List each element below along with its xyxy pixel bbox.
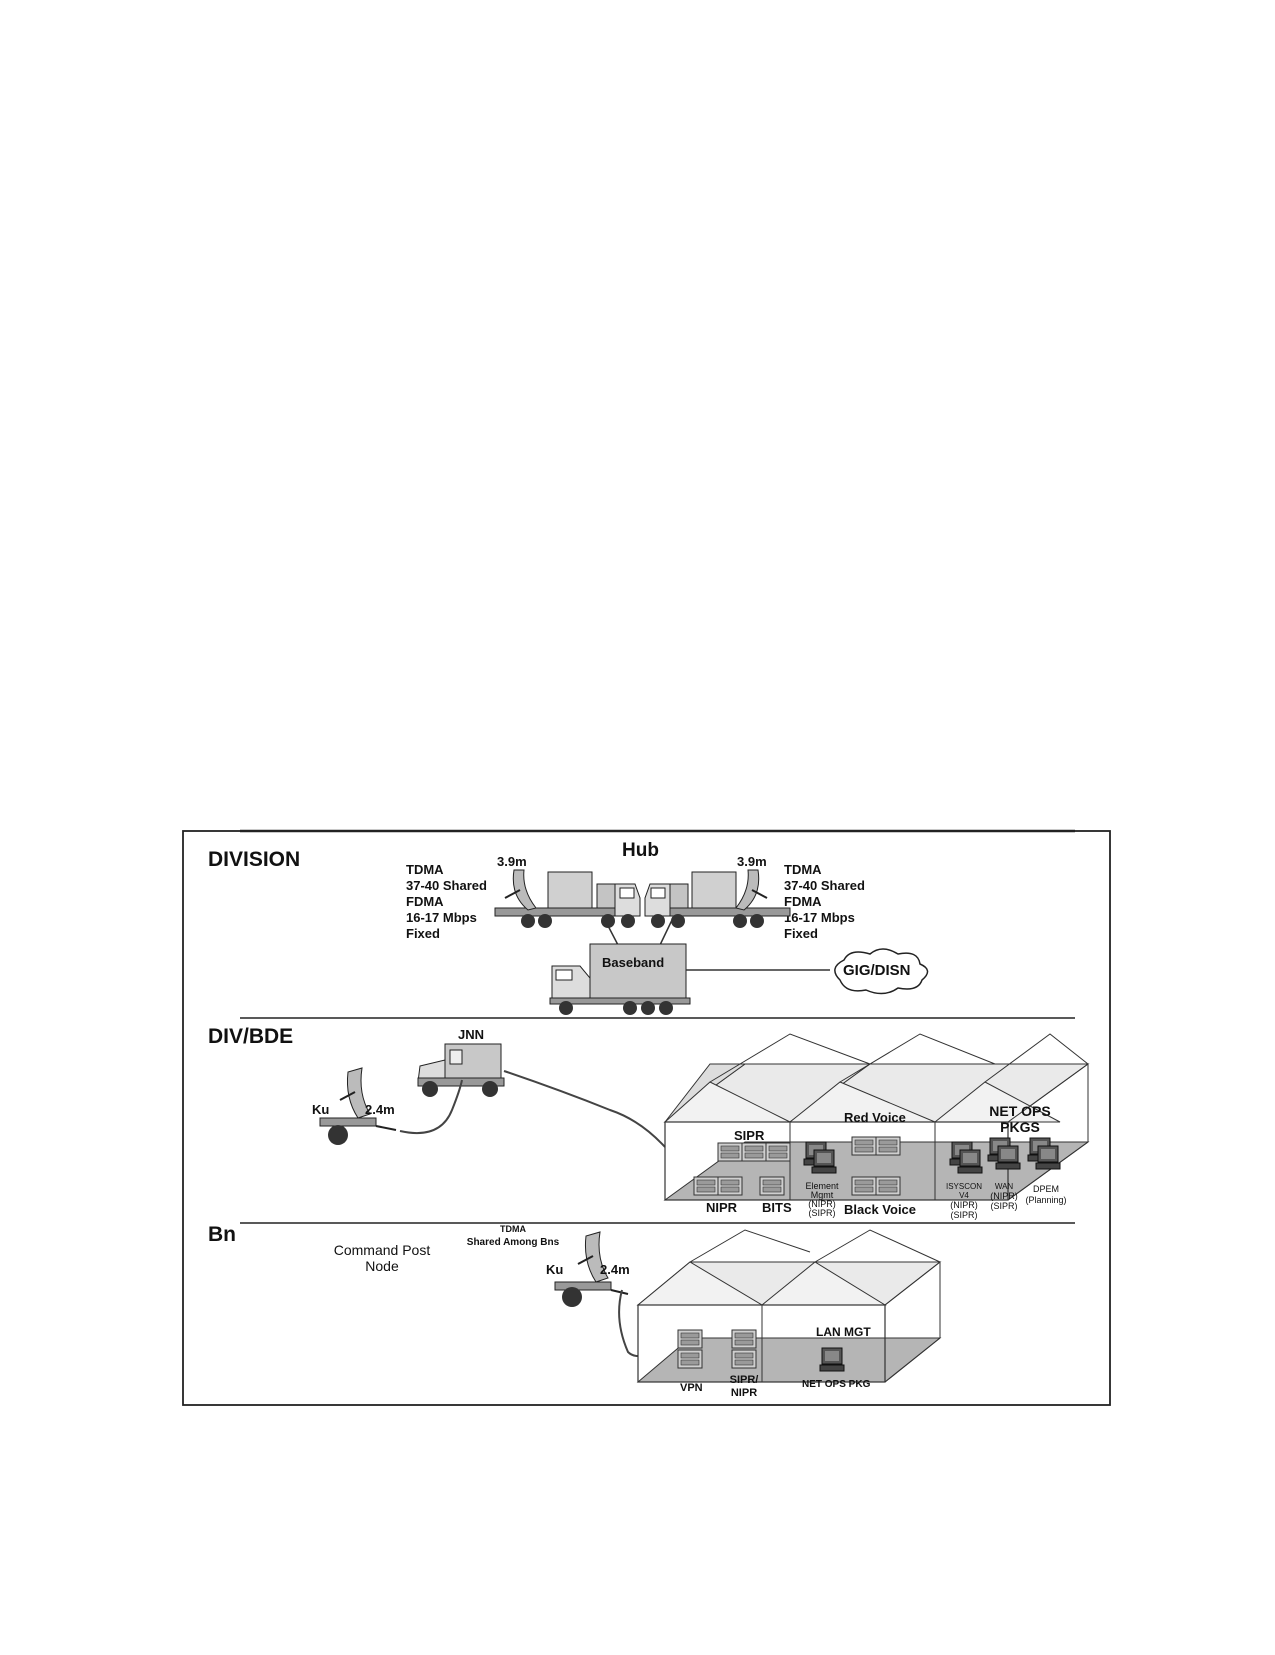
- bn-ku-label: Ku: [546, 1262, 563, 1277]
- red-voice-server-group: [851, 1136, 901, 1156]
- bn-tdma-line-1: TDMA: [500, 1224, 526, 1234]
- hub-right-dish-size: 3.9m: [737, 854, 767, 869]
- hub-right-line-5: Fixed: [784, 926, 818, 941]
- lan-mgt-computer-icon: [819, 1347, 845, 1372]
- hub-right-line-3: FDMA: [784, 894, 822, 909]
- section-bn-label: Bn: [208, 1223, 236, 1246]
- hub-left-line-4: 16-17 Mbps: [406, 910, 477, 925]
- hub-left-dish-size: 3.9m: [497, 854, 527, 869]
- hub-title: Hub: [622, 840, 659, 861]
- command-post-node-line-1: Command Post: [334, 1242, 431, 1258]
- baseband-truck-icon: [549, 943, 691, 1015]
- right-satellite-truck-icon: [644, 869, 791, 928]
- bn-trailer-to-tent-cable: [618, 1289, 639, 1357]
- nipr-server-group: [693, 1176, 743, 1196]
- dpem-line-1: DPEM: [1033, 1184, 1059, 1194]
- hub-right-line-2: 37-40 Shared: [784, 878, 865, 893]
- nipr-label: NIPR: [706, 1200, 738, 1215]
- hub-left-line-5: Fixed: [406, 926, 440, 941]
- bn-tent-complex: [636, 1229, 942, 1383]
- vpn-label: VPN: [680, 1382, 703, 1394]
- bits-label: BITS: [762, 1200, 792, 1215]
- isyscon-line-2: V4: [959, 1191, 969, 1200]
- black-voice-server-group: [851, 1176, 901, 1196]
- divbde-dish-size-label: 2.4m: [365, 1102, 395, 1117]
- bits-server-group: [759, 1176, 785, 1196]
- net-ops-pkg-label: NET OPS PKG: [802, 1379, 871, 1390]
- bn-tdma-line-2: Shared Among Bns: [467, 1237, 560, 1248]
- bn-satellite-trailer-icon: [554, 1231, 629, 1307]
- bn-dish-size-label: 2.4m: [600, 1262, 630, 1277]
- isyscon-line-1: ISYSCON: [946, 1182, 982, 1191]
- red-voice-label: Red Voice: [844, 1110, 906, 1125]
- divbde-ku-label: Ku: [312, 1102, 329, 1117]
- dpem-line-2: (Planning): [1025, 1195, 1066, 1205]
- hub-link-right: [659, 919, 673, 946]
- hub-right-line-4: 16-17 Mbps: [784, 910, 855, 925]
- command-post-node-line-2: Node: [365, 1258, 399, 1274]
- jnn-to-tent-cable: [503, 1070, 666, 1148]
- section-division-label: DIVISION: [208, 848, 300, 871]
- lan-mgt-label: LAN MGT: [816, 1325, 871, 1339]
- hub-link-left: [604, 919, 619, 946]
- black-voice-label: Black Voice: [844, 1202, 916, 1217]
- jnn-label: JNN: [458, 1027, 484, 1042]
- gig-disn-label: GIG/DISN: [843, 962, 911, 979]
- trailer-to-jnn-cable: [399, 1079, 463, 1135]
- left-satellite-truck-icon: [494, 869, 641, 928]
- sipr-nipr-line-2: NIPR: [731, 1387, 757, 1399]
- element-mgmt-line-3: (NIPR): [808, 1199, 836, 1209]
- baseband-label: Baseband: [602, 955, 664, 970]
- divbde-satellite-trailer-icon: [319, 1067, 397, 1145]
- element-mgmt-line-2: Mgmt: [811, 1190, 834, 1200]
- sipr-nipr-line-1: SIPR/: [730, 1374, 759, 1386]
- sipr-label: SIPR: [734, 1128, 765, 1143]
- element-mgmt-line-4: (SIPR): [809, 1208, 836, 1218]
- wan-line-2: (NIPR): [990, 1191, 1018, 1201]
- wan-line-1: WAN: [995, 1182, 1014, 1191]
- net-ops-pkgs-line-1: NET OPS: [989, 1103, 1050, 1119]
- hub-right-line-1: TDMA: [784, 862, 822, 877]
- isyscon-line-3: (NIPR): [950, 1200, 978, 1210]
- hub-left-line-3: FDMA: [406, 894, 444, 909]
- isyscon-line-4: (SIPR): [951, 1210, 978, 1220]
- wan-line-3: (SIPR): [991, 1201, 1018, 1211]
- net-ops-pkgs-line-2: PKGS: [1000, 1119, 1040, 1135]
- hub-left-line-2: 37-40 Shared: [406, 878, 487, 893]
- element-mgmt-line-1: Element: [805, 1181, 839, 1191]
- gig-disn-cloud-icon: [834, 948, 929, 995]
- sipr-server-group: [717, 1142, 791, 1162]
- hub-left-line-1: TDMA: [406, 862, 444, 877]
- section-divbde-label: DIV/BDE: [208, 1025, 293, 1048]
- jnn-vehicle-icon: [417, 1043, 505, 1097]
